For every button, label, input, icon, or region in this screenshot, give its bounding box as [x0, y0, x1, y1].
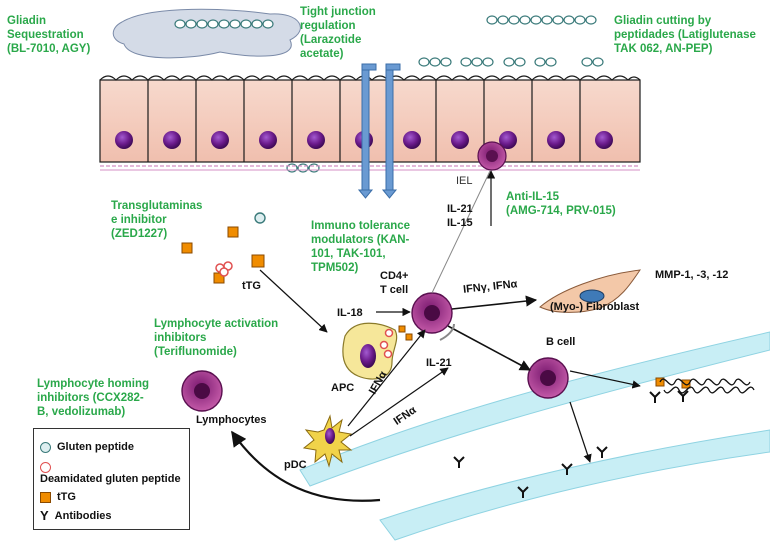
gliadin-sequestration-label: Gliadin Sequestration (BL-7010, AGY) [7, 15, 91, 55]
il21-label: IL-21 [426, 357, 452, 369]
antigen-coils [659, 378, 755, 394]
gliadin-sequestration-blob [112, 8, 301, 59]
apc-label: APC [331, 382, 355, 394]
mmp-label: MMP-1, -3, -12 [655, 269, 729, 281]
ttg-marker [227, 226, 239, 238]
blood-vessel [299, 331, 770, 541]
iel-label: IEL [456, 175, 473, 187]
antibodies [453, 390, 689, 498]
peptide-chain-top [486, 15, 597, 25]
gluten-peptide [254, 212, 266, 224]
gluten-peptide-icon [40, 441, 51, 453]
deamidated-peptide-icon [40, 462, 51, 473]
cd4-t-cell-label: CD4+ T cell [380, 270, 409, 296]
lymphocyte-activation-label: Lymphocyte activation inhibitors (Terifl… [154, 318, 279, 358]
tight-junction-label: Tight junction regulation (Larazotide ac… [300, 6, 376, 60]
ttg-label: tTG [242, 280, 261, 292]
legend-item-deamidated: Deamidated gluten peptide [40, 461, 189, 485]
il21-il15-label: IL-21 IL-15 [447, 203, 473, 229]
antibody-icon: Y [40, 508, 49, 524]
immuno-tolerance-label: Immuno tolerance modulators (KAN- 101, T… [311, 220, 411, 274]
peptide-chain-blob [174, 19, 274, 29]
il18-label: IL-18 [337, 307, 363, 319]
epithelial-layer [99, 75, 641, 171]
lymphocytes-label: Lymphocytes [196, 414, 267, 426]
ttg-icon [40, 491, 51, 503]
pdc-label: pDC [284, 459, 307, 471]
fibroblast-label: (Myo-) Fibroblast [550, 301, 640, 313]
gliadin-cutting-label: Gliadin cutting by peptidades (Latiglute… [614, 15, 756, 55]
tight-junction-channel [357, 63, 401, 199]
legend-item-gluten: Gluten peptide [40, 441, 134, 453]
legend-item-ttg: tTG [40, 491, 76, 503]
legend-box: Gluten peptide Deamidated gluten peptide… [33, 428, 190, 530]
lymphocyte-homing-label: Lymphocyte homing inhibitors (CCX282- B,… [37, 378, 150, 418]
transglutaminase-inhibitor-label: Transglutaminas e inhibitor (ZED1227) [111, 200, 203, 240]
anti-il15-label: Anti-IL-15 (AMG-714, PRV-015) [506, 191, 616, 217]
b-cell-label: B cell [546, 336, 576, 348]
